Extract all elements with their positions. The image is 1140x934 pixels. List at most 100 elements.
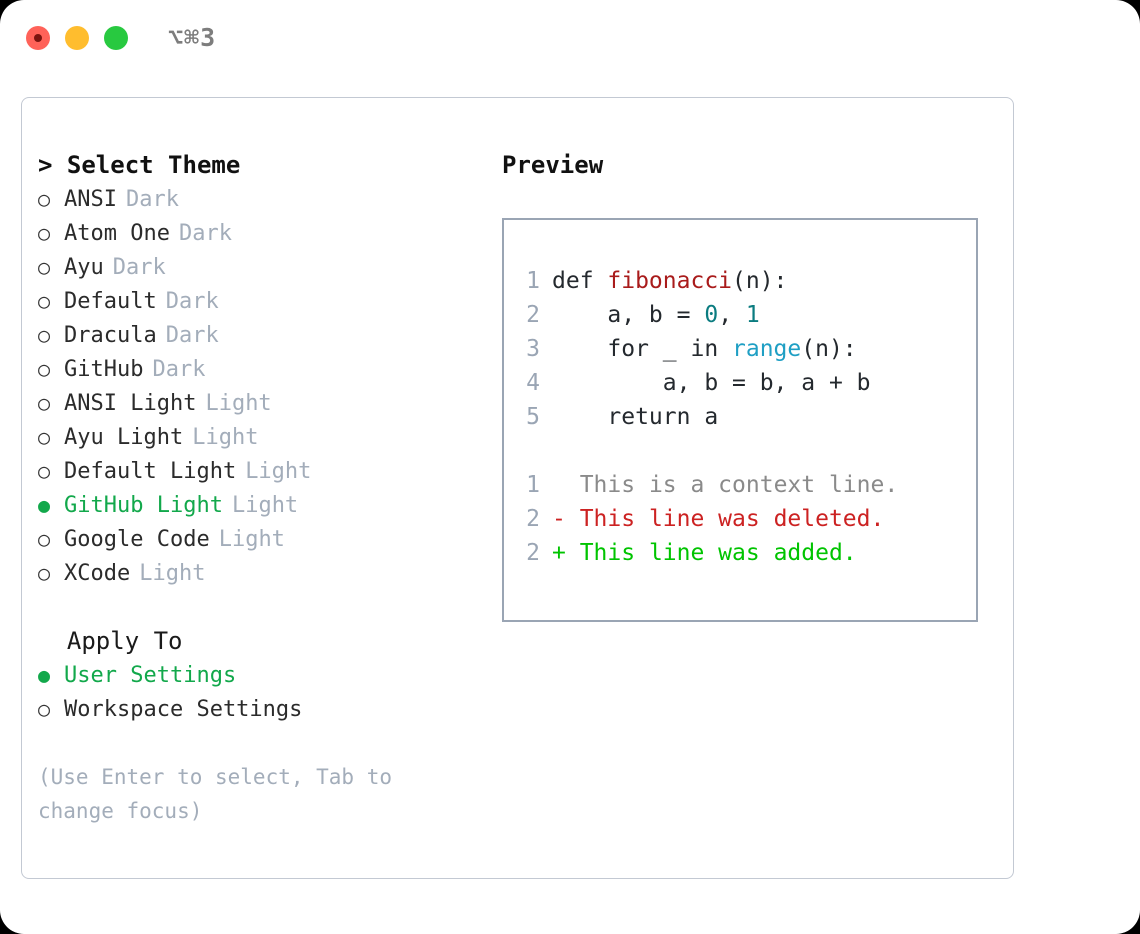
theme-option-label: Default Light [64, 459, 237, 484]
radio-unselected-icon: ○ [38, 391, 51, 415]
theme-variant-tag: Light [231, 493, 299, 518]
code-line-content: a, b = 0, 1 [552, 298, 760, 332]
diff-line-number: 2 [526, 506, 540, 532]
select-theme-heading: > Select Theme [38, 151, 241, 179]
theme-option-label: Default [64, 289, 157, 314]
diff-line-number: 2 [526, 540, 540, 566]
radio-unselected-icon: ○ [38, 459, 51, 483]
code-token-plain: a, b = b, a + b [552, 370, 871, 396]
theme-option-label: Ayu [64, 255, 104, 280]
code-token-plain: (n): [801, 336, 857, 362]
theme-option-default[interactable]: ○ Default Dark [38, 284, 478, 318]
code-token-kw: def [552, 268, 608, 294]
code-line: 1 def fibonacci(n): [514, 264, 976, 298]
theme-option-google-code[interactable]: ○ Google Code Light [38, 522, 478, 556]
theme-option-label: XCode [64, 561, 131, 586]
diff-line-add: 2 + This line was added. [514, 536, 976, 570]
theme-variant-tag: Light [218, 527, 285, 552]
theme-option-label: Google Code [64, 527, 210, 552]
theme-option-label: Atom One [64, 221, 170, 246]
diff-marker [552, 468, 580, 502]
keyboard-hint-text: (Use Enter to select, Tab to change focu… [38, 765, 405, 823]
theme-variant-tag: Dark [178, 221, 232, 246]
theme-option-ansi[interactable]: ○ ANSI Dark [38, 182, 478, 216]
code-token-plain: , [718, 302, 746, 328]
radio-unselected-icon: ○ [38, 697, 51, 721]
code-token-plain: a, b = [552, 302, 705, 328]
code-token-fn: fibonacci [607, 268, 733, 294]
diff-line-content: This is a context line. [579, 472, 899, 498]
zoom-window-button[interactable] [104, 26, 128, 50]
theme-variant-tag: Dark [112, 255, 166, 280]
theme-option-label: ANSI Light [64, 391, 197, 416]
code-token-plain: (n): [732, 268, 788, 294]
diff-line-del: 2- This line was deleted. [514, 502, 976, 536]
theme-option-label: GitHub Light [64, 493, 223, 518]
radio-unselected-icon: ○ [38, 425, 51, 449]
theme-option-label: Dracula [64, 323, 157, 348]
close-window-button[interactable] [26, 26, 50, 50]
code-token-kw: return a [552, 404, 719, 430]
diff-marker: + [552, 540, 580, 566]
code-diff-separator [514, 434, 976, 468]
code-token-num: 1 [745, 302, 760, 328]
diff-sample: 1 This is a context line.2- This line wa… [514, 468, 976, 570]
radio-unselected-icon: ○ [38, 561, 51, 585]
theme-option-label: Ayu Light [64, 425, 184, 450]
code-line-number: 5 [526, 404, 540, 430]
apply-to-option-workspace-settings[interactable]: ○Workspace Settings [38, 692, 478, 726]
preview-title: Preview [502, 151, 604, 179]
theme-option-ansi-light[interactable]: ○ ANSI Light Light [38, 386, 478, 420]
theme-variant-tag: Dark [152, 357, 206, 382]
theme-option-github-light[interactable]: ● GitHub Light Light [38, 488, 478, 522]
code-line-number: 3 [526, 336, 540, 362]
radio-unselected-icon: ○ [38, 221, 51, 245]
code-line-content: return a [552, 400, 718, 434]
diff-line-content: This line was deleted. [579, 506, 885, 532]
code-line-number: 4 [526, 370, 540, 396]
code-line-content: def fibonacci(n): [552, 264, 787, 298]
diff-marker: - [552, 506, 580, 532]
theme-variant-tag: Light [205, 391, 272, 416]
apply-to-option-list: ●User Settings○Workspace Settings [38, 658, 478, 726]
radio-unselected-icon: ○ [38, 187, 51, 211]
diff-line-number: 1 [526, 472, 540, 498]
theme-option-xcode[interactable]: ○ XCode Light [38, 556, 478, 590]
theme-option-atom-one[interactable]: ○ Atom One Dark [38, 216, 478, 250]
code-line-number: 2 [526, 302, 540, 328]
radio-unselected-icon: ○ [38, 527, 51, 551]
code-line-number: 1 [526, 268, 540, 294]
diff-line-ctx: 1 This is a context line. [514, 468, 976, 502]
apply-to-option-user-settings[interactable]: ●User Settings [38, 658, 478, 692]
theme-option-label: ANSI [64, 187, 117, 212]
traffic-lights [26, 26, 128, 50]
keyboard-shortcut-label: ⌥⌘3 [168, 23, 217, 52]
radio-unselected-icon: ○ [38, 255, 51, 279]
radio-selected-icon: ● [38, 663, 51, 687]
theme-variant-tag: Light [192, 425, 259, 450]
radio-selected-icon: ● [38, 493, 51, 517]
diff-line-content: This line was added. [579, 540, 857, 566]
apply-to-heading: Apply To [38, 627, 183, 655]
theme-variant-tag: Dark [165, 289, 219, 314]
theme-option-label: GitHub [64, 357, 144, 382]
theme-variant-tag: Light [139, 561, 206, 586]
minimize-window-button[interactable] [65, 26, 89, 50]
theme-option-ayu-light[interactable]: ○ Ayu Light Light [38, 420, 478, 454]
theme-variant-tag: Dark [125, 187, 179, 212]
code-token-kw: for _ in [552, 336, 733, 362]
code-line: 3 for _ in range(n): [514, 332, 976, 366]
code-line: 4 a, b = b, a + b [514, 366, 976, 400]
code-line-content: a, b = b, a + b [552, 366, 871, 400]
theme-option-ayu[interactable]: ○ Ayu Dark [38, 250, 478, 284]
radio-unselected-icon: ○ [38, 289, 51, 313]
